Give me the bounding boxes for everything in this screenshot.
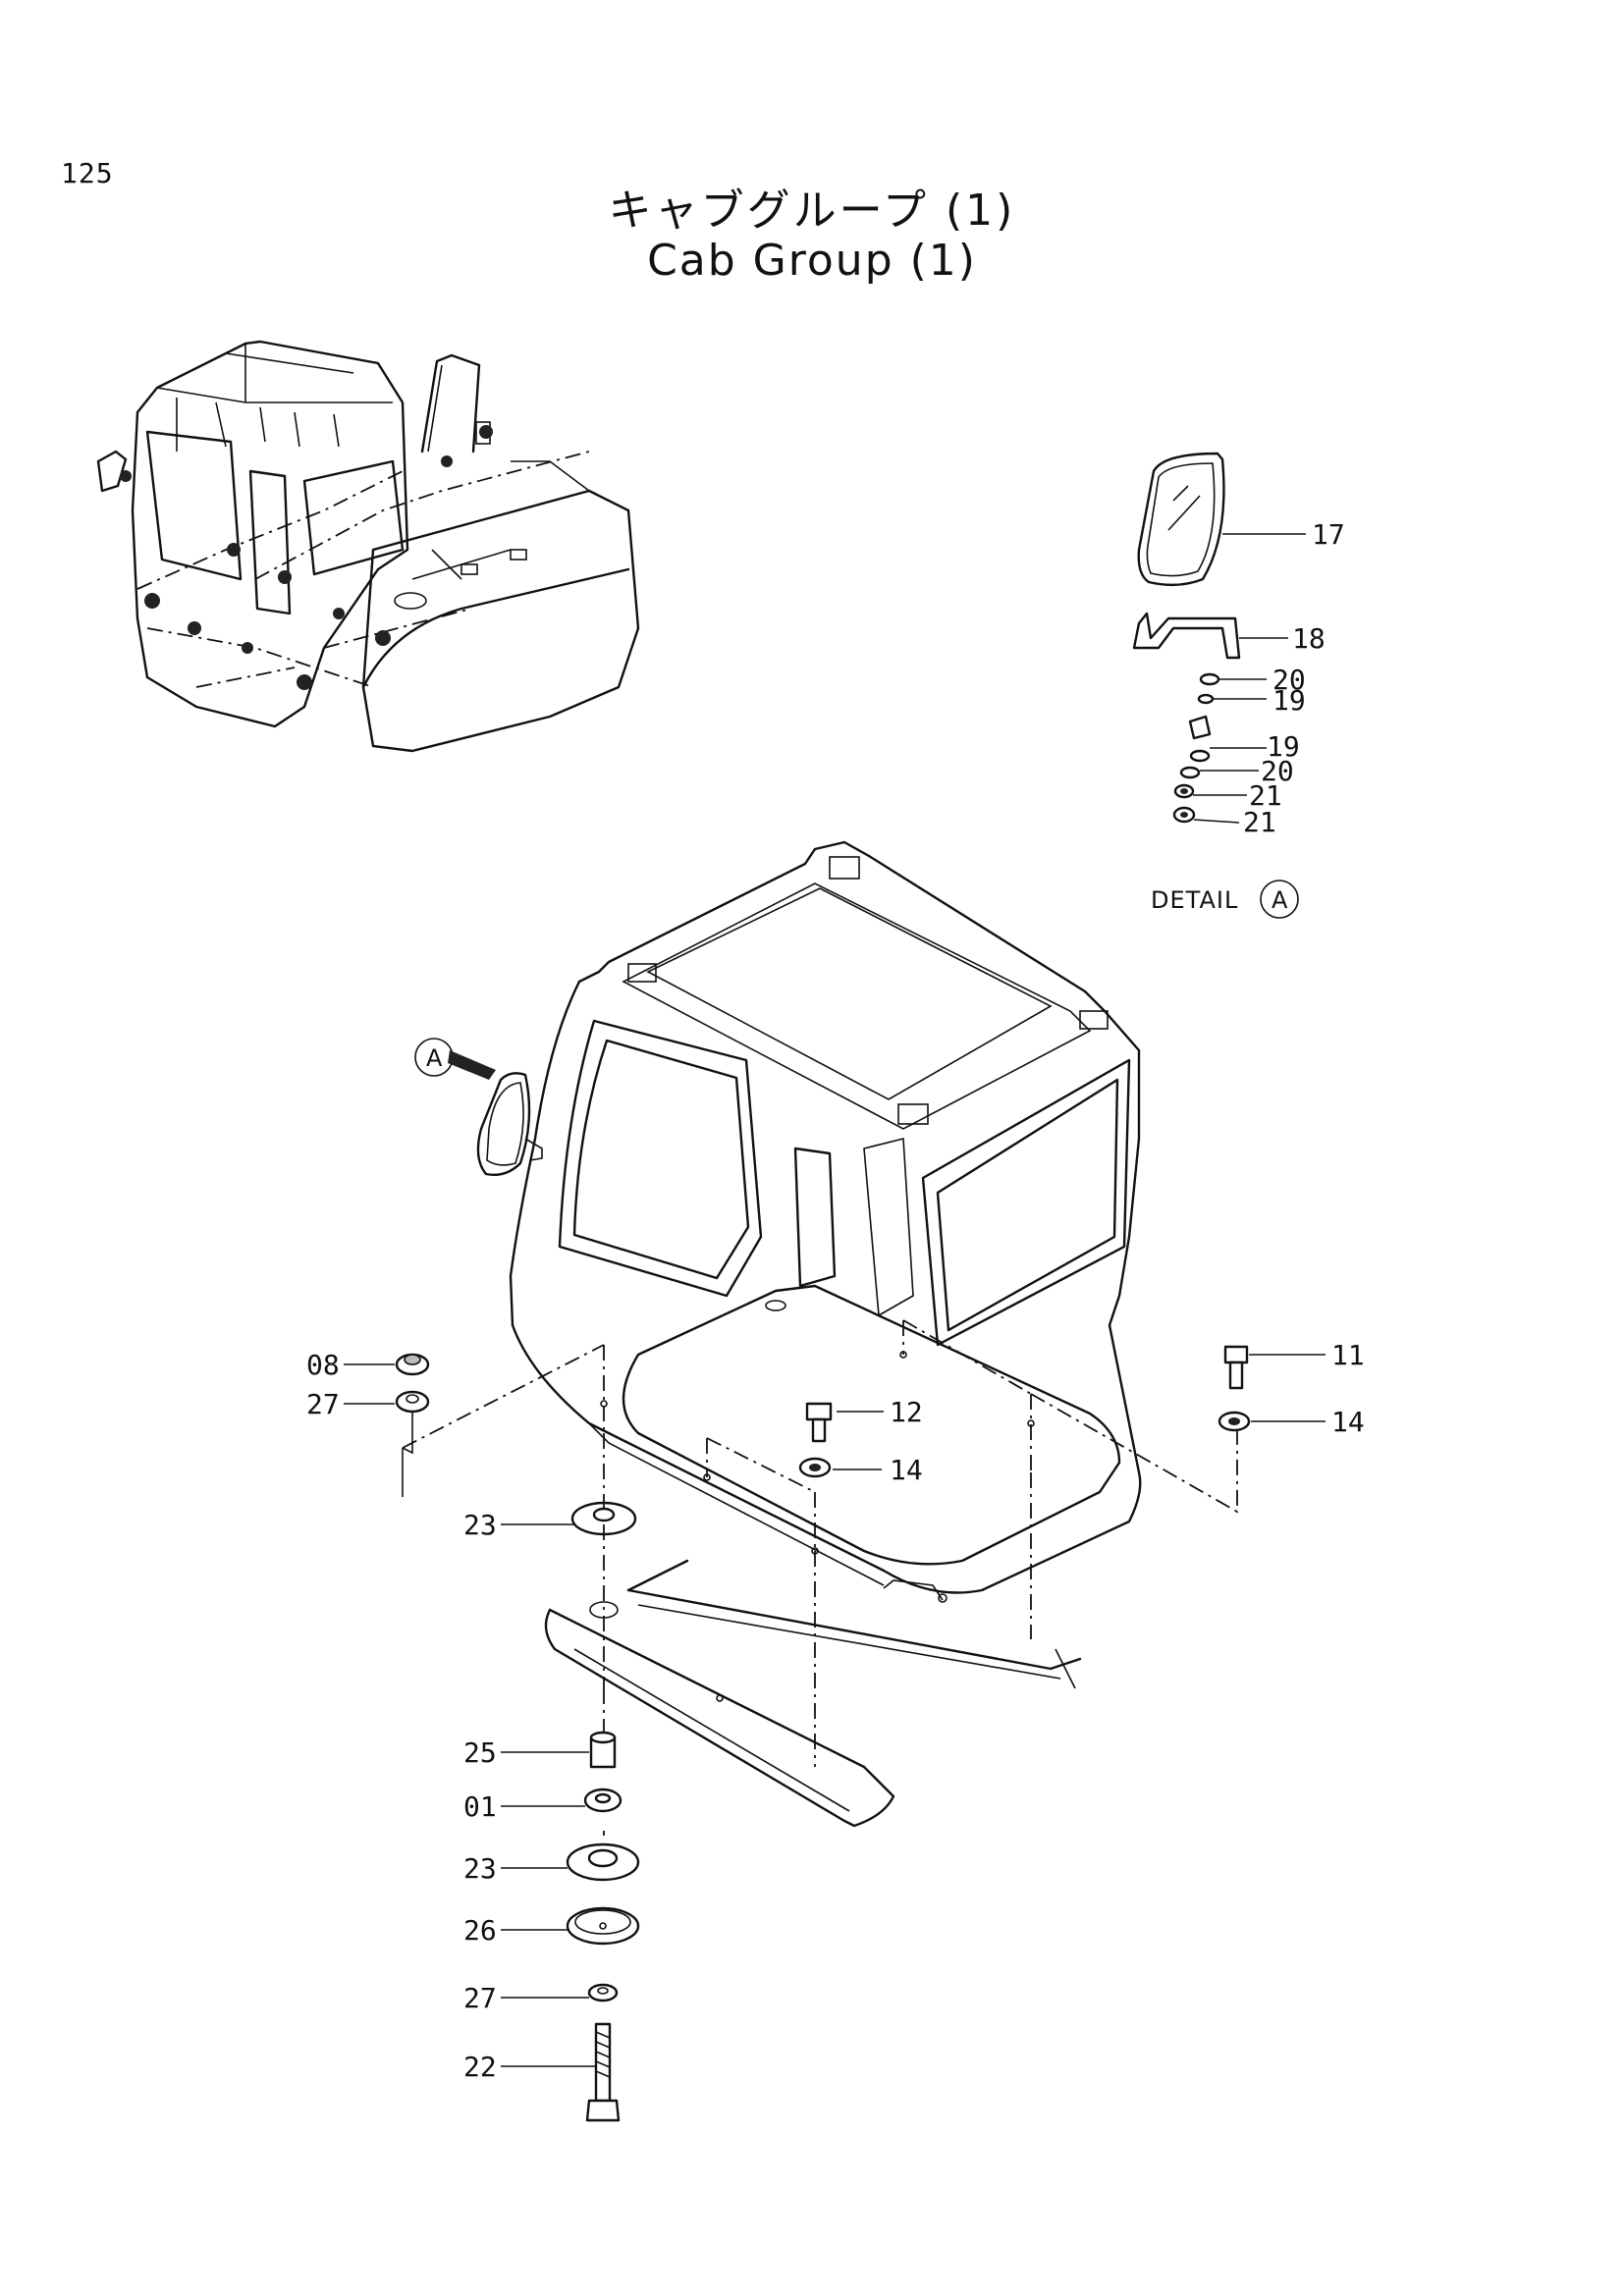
callout-18: 18 <box>1292 622 1326 655</box>
callout-23: 23 <box>463 1852 497 1885</box>
overview-machine-illustration <box>96 340 640 753</box>
callout-21: 21 <box>1243 806 1276 838</box>
callout-08: 08 <box>306 1349 340 1381</box>
detail-marker-a: A <box>1272 886 1288 914</box>
detail-a-mirror-assembly <box>1132 452 1306 919</box>
page-title-english: Cab Group (1) <box>647 236 977 286</box>
callout-01: 01 <box>463 1790 497 1823</box>
page-number: 125 <box>61 157 114 189</box>
callout-19: 19 <box>1267 730 1300 763</box>
callout-21: 21 <box>1249 779 1282 812</box>
callout-23: 23 <box>463 1509 497 1541</box>
callout-19: 19 <box>1272 684 1306 717</box>
callout-22: 22 <box>463 2051 497 2083</box>
page-title-japanese: キャブグループ (1) <box>608 186 1016 236</box>
hardware-parts <box>395 1345 1251 2122</box>
callout-27: 27 <box>463 1982 497 2014</box>
detail-label: DETAIL <box>1151 886 1238 914</box>
callout-27: 27 <box>306 1388 340 1420</box>
callout-20: 20 <box>1261 755 1294 787</box>
callout-17: 17 <box>1312 518 1345 551</box>
callout-11: 11 <box>1331 1339 1365 1371</box>
callout-25: 25 <box>463 1736 497 1769</box>
detail-pointer-a: A <box>426 1044 443 1072</box>
callout-14: 14 <box>890 1454 923 1486</box>
callout-20: 20 <box>1272 664 1306 696</box>
callout-12: 12 <box>890 1396 923 1428</box>
cab-mirror <box>414 1038 543 1177</box>
frame-rail-illustration <box>544 1559 1082 1828</box>
callout-26: 26 <box>463 1914 497 1947</box>
main-cab-illustration <box>402 840 1238 1767</box>
callout-leaders <box>344 1354 1326 2067</box>
callout-14: 14 <box>1331 1406 1365 1438</box>
